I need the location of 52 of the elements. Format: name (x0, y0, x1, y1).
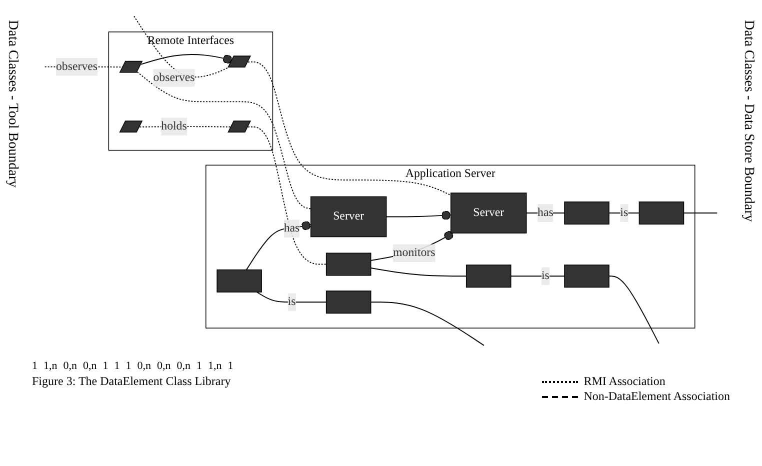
figure-caption: Figure 3: The DataElement Class Library (32, 374, 231, 389)
node-parallelogram (119, 120, 143, 132)
boundary-label: Data Classes - Tool Boundary (4, 20, 20, 188)
node-box: Server (310, 196, 387, 238)
legend-text: Non-DataElement Association (584, 389, 730, 404)
node-box (326, 252, 372, 276)
multiplicity-label: 0,n (176, 360, 190, 372)
connector (256, 292, 327, 303)
node-box (564, 264, 610, 288)
connector (140, 54, 233, 65)
node-parallelogram (119, 60, 143, 73)
edge-label: monitors (393, 246, 436, 260)
node-box (216, 269, 262, 292)
edge-label: observes (56, 60, 98, 73)
connector (248, 126, 327, 265)
connector (683, 212, 718, 214)
multiplicity-label: 1 (114, 360, 120, 372)
node-box (326, 290, 372, 314)
edge-label: is (620, 206, 628, 219)
boundary-label: Data Classes - Data Store Boundary (740, 20, 756, 222)
edge-label: is (541, 269, 550, 282)
multiplicity-label: 1 (196, 360, 202, 372)
node-box: Server (450, 192, 527, 234)
connector (386, 210, 452, 220)
multiplicity-label: 1 (32, 360, 38, 372)
multiplicity-label: 0,n (63, 360, 77, 372)
connector (136, 72, 312, 210)
multiplicity-label: 0,n (83, 360, 97, 372)
connector (510, 276, 565, 277)
edge-label: holds (161, 120, 187, 132)
node-box (638, 202, 684, 225)
multiplicity-label: 0,n (137, 360, 151, 372)
edge-label: has (284, 222, 300, 235)
connector (608, 276, 660, 344)
connector (370, 268, 467, 277)
multiplicity-label: 1 (102, 360, 108, 372)
edge-label: observes (153, 71, 195, 84)
connector (248, 61, 452, 196)
edge-label: has (538, 206, 554, 219)
edge-label: is (288, 295, 296, 308)
multiplicity-label: 1,n (208, 360, 222, 372)
multiplicity-label: 1,n (44, 360, 58, 372)
node-parallelogram (228, 56, 252, 68)
multiplicity-label: 1 (126, 360, 132, 372)
multiplicity-label: 1 (228, 360, 234, 372)
connector (370, 302, 484, 346)
multiplicity-label: 0,n (157, 360, 171, 372)
node-box (564, 202, 610, 225)
connector (246, 221, 312, 270)
legend-text: RMI Association (584, 374, 666, 389)
node-parallelogram (228, 120, 252, 132)
node-box (466, 264, 512, 288)
